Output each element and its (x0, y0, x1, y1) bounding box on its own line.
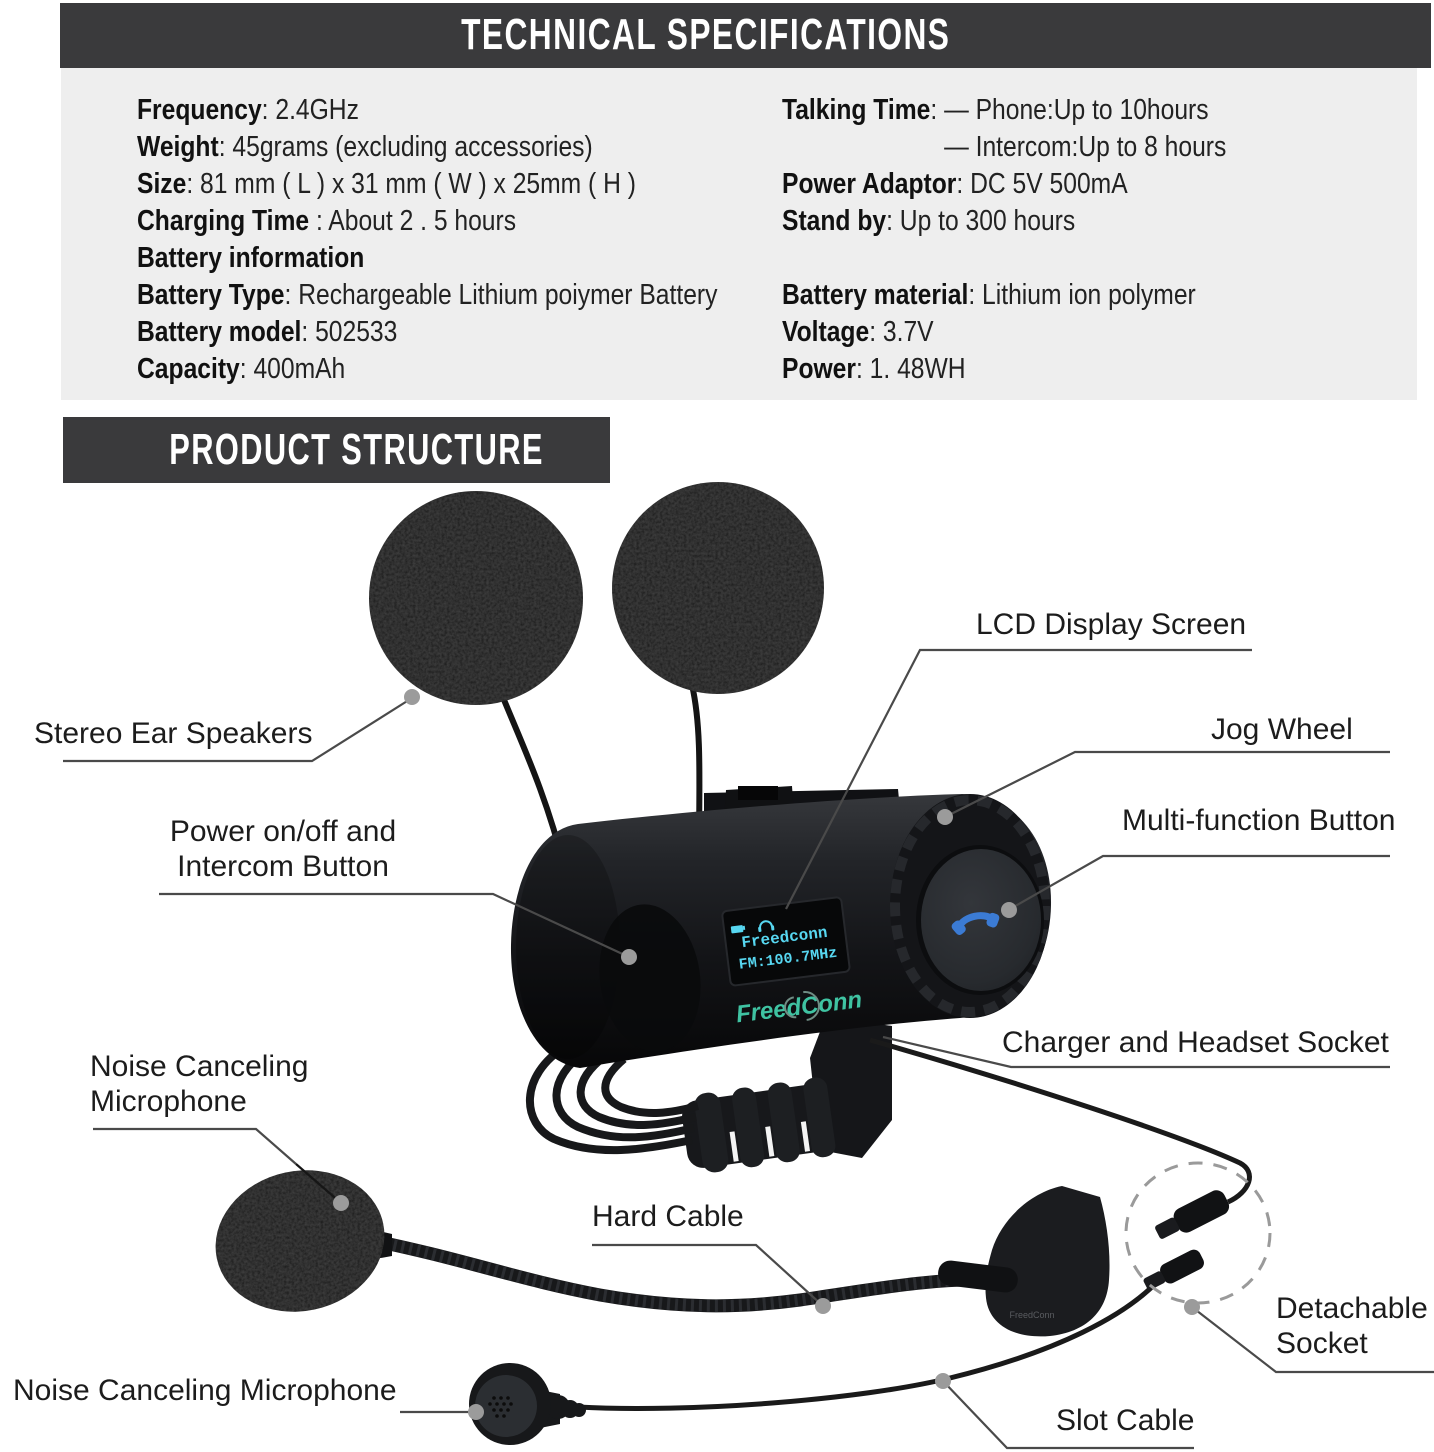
svg-text:FreedConn: FreedConn (1009, 1310, 1054, 1320)
